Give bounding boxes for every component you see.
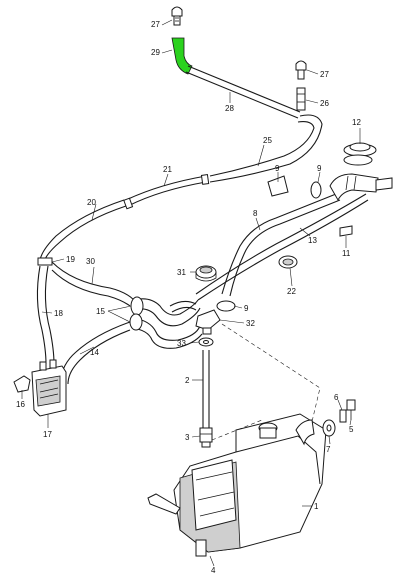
washer-33: [198, 337, 214, 347]
callout-21: 21: [163, 165, 172, 174]
callout-14: 14: [90, 348, 99, 357]
callout-10: 9: [275, 164, 280, 173]
callout-15: 15: [96, 307, 105, 316]
callout-labels: 27 29 28 27 26 25 21 20 19 30 18 15 14 1…: [16, 20, 361, 575]
callout-7: 7: [326, 445, 331, 454]
bolt-5: [346, 399, 356, 420]
bolt-6: [339, 409, 347, 423]
hose-8-outer: [221, 193, 337, 295]
clamp-22: [278, 255, 298, 269]
callout-32: 32: [246, 319, 255, 328]
connector-16: [13, 375, 31, 393]
guide-line-2: [211, 419, 263, 441]
hose-20-outer: [39, 199, 125, 261]
screw-left: [147, 493, 181, 515]
clamp-9-bottom: [216, 300, 236, 312]
callout-27-left: 27: [151, 20, 160, 29]
pipe-cluster-15: [129, 296, 203, 349]
hose-28: [187, 65, 301, 113]
connector-29-highlighted: [171, 37, 193, 75]
hose-13: [197, 199, 369, 301]
hose-21-outer: [125, 175, 207, 201]
guide-line: [221, 323, 321, 431]
callout-29: 29: [151, 48, 160, 57]
callout-20: 20: [87, 198, 96, 207]
callout-11: 11: [342, 249, 351, 258]
callout-27-right: 27: [320, 70, 329, 79]
clamp-bracket: [267, 175, 289, 197]
reservoir-1: [173, 413, 327, 557]
washer-7: [322, 419, 336, 437]
hose-25-outer: [209, 121, 315, 177]
callout-2: 2: [185, 376, 190, 385]
connector-19: [37, 257, 53, 266]
hose-30: [51, 261, 135, 301]
hose-30-outer: [51, 269, 131, 307]
grommet-31: [195, 265, 217, 282]
nozzle-27-left: [171, 6, 183, 26]
leader-lines: [21, 19, 361, 567]
pump-17: [31, 359, 67, 417]
hose-21: [127, 181, 207, 207]
callout-28: 28: [225, 104, 234, 113]
clamp-9-top: [310, 181, 322, 199]
callout-9-top: 9: [317, 164, 322, 173]
callout-3: 3: [185, 433, 190, 442]
hose-14-outer: [67, 329, 131, 385]
callout-12: 12: [352, 118, 361, 127]
callout-31: 31: [177, 268, 186, 277]
callout-6: 6: [334, 393, 339, 402]
bolt-11: [339, 225, 353, 237]
callout-19: 19: [66, 255, 75, 264]
tube-2: [202, 350, 210, 430]
callout-1: 1: [314, 502, 319, 511]
hose-20: [43, 205, 127, 263]
callout-26: 26: [320, 99, 329, 108]
hose-18: [36, 265, 47, 365]
hose-28-outer: [185, 71, 299, 119]
callout-25: 25: [263, 136, 272, 145]
callout-16: 16: [16, 400, 25, 409]
callout-17: 17: [43, 430, 52, 439]
callout-33: 33: [177, 339, 186, 348]
callout-30: 30: [86, 257, 95, 266]
callout-22: 22: [287, 287, 296, 296]
hose-8: [229, 199, 341, 297]
callout-8: 8: [253, 209, 258, 218]
filler-cap-12: [343, 142, 377, 166]
pump-3: [199, 427, 213, 448]
callout-18: 18: [54, 309, 63, 318]
callout-13: 13: [308, 236, 317, 245]
callout-5: 5: [349, 425, 354, 434]
hose-25: [209, 114, 323, 183]
filler-neck: [329, 173, 393, 202]
callout-9-bottom: 9: [244, 304, 249, 313]
hose-18-outer: [44, 265, 55, 365]
hose-13-outer: [195, 193, 367, 295]
junction-32: [195, 309, 221, 335]
connector-26: [296, 87, 306, 111]
nozzle-27-right: [295, 60, 307, 80]
callout-4: 4: [211, 566, 216, 575]
